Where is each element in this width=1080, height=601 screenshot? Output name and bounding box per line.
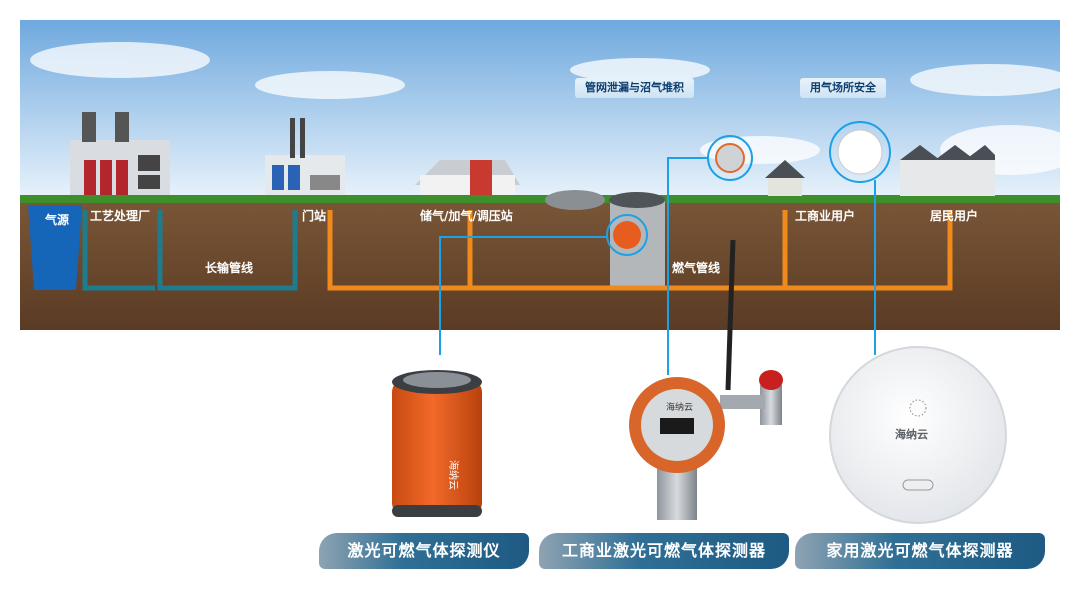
label-resident-user: 居民用户 [930,208,978,223]
label-long-pipeline: 长输管线 [205,260,253,275]
small-home-detector-icon [837,129,883,175]
industrial-brand: 海纳云 [666,401,693,413]
grass [20,195,1060,203]
label-gas-source: 气源 [44,212,69,227]
small-detector-icon [715,143,745,173]
home-brand: 海纳云 [895,427,928,441]
label-gas-pipeline: 燃气管线 [672,260,720,275]
soil [20,200,1060,330]
label-process-plant: 工艺处理厂 [90,208,150,223]
gate-station-building [265,118,345,195]
manhole-cover [545,190,605,210]
process-plant-building [70,112,170,195]
tag-gas-safety: 用气场所安全 [800,78,886,98]
resident-user-building [900,145,995,196]
product-laser-instrument: 海纳云 [392,370,482,517]
gas-source-tank [28,205,82,290]
product-home-detector: 海纳云 [829,346,1007,524]
label-storage-station: 储气/加气/调压站 [420,208,513,223]
small-instrument-icon [613,221,641,249]
product-industrial-detector: 海纳云 [629,239,783,520]
caption-home-detector: 家用激光可燃气体探测器 [795,533,1045,569]
caption-laser-instrument: 激光可燃气体探测仪 [319,533,529,569]
instrument-brand: 海纳云 [447,460,460,490]
label-commercial-user: 工商业用户 [795,208,855,223]
storage-station-building [415,160,520,195]
gas-pipeline [327,210,953,291]
commercial-user-building [765,160,805,196]
caption-industrial-detector: 工商业激光可燃气体探测器 [539,533,789,569]
pointer-lines [439,121,891,375]
tag-pipe-leak: 管网泄漏与沼气堆积 [575,78,694,98]
label-gate-station: 门站 [302,208,326,223]
long-pipeline [82,210,298,291]
